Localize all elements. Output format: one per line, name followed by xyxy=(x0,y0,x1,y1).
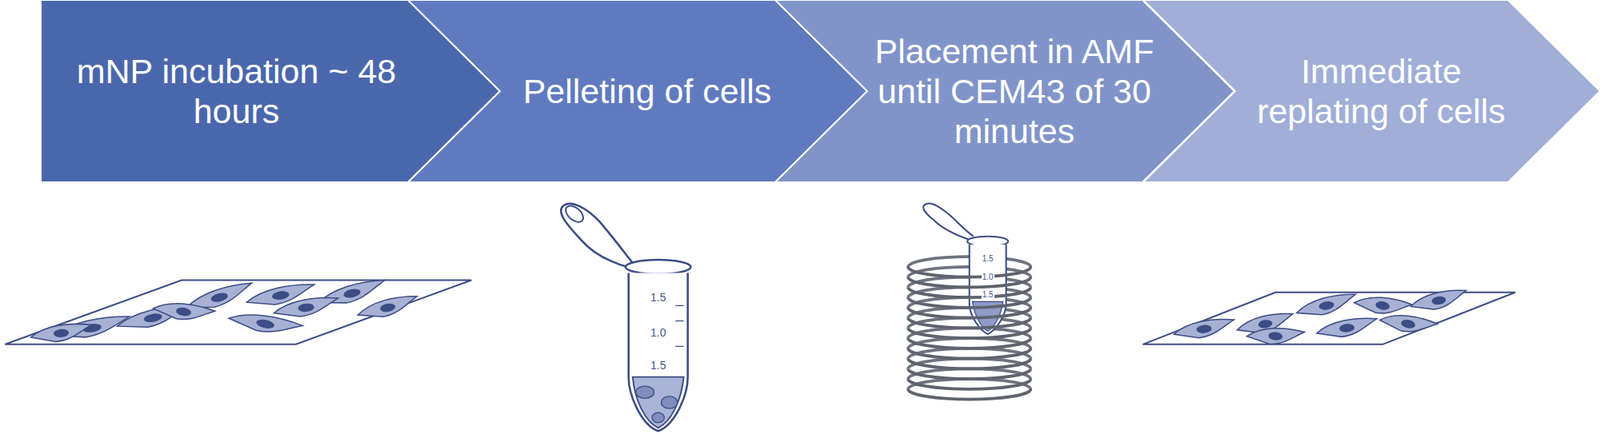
cell xyxy=(1378,310,1438,339)
cell-plate xyxy=(4,278,472,345)
coil xyxy=(908,267,1031,400)
step-label: Immediate replating of cells xyxy=(1238,51,1524,132)
graduation-mark: 1.0 xyxy=(981,273,995,282)
graduation-mark: 1.5 xyxy=(649,292,667,304)
cell xyxy=(152,298,216,326)
step-label: mNP incubation ~ 48 hours xyxy=(48,51,424,132)
cell-plate xyxy=(1143,288,1516,348)
process-chevron: Pelleting of cells xyxy=(408,0,868,183)
process-chevron: mNP incubation ~ 48 hours xyxy=(40,0,500,183)
graduation-mark: 1.5 xyxy=(649,360,667,372)
cell xyxy=(1172,317,1236,340)
coil xyxy=(908,256,1031,390)
step-label: Placement in AMF until CEM43 of 30 minut… xyxy=(870,31,1159,152)
process-chevron: Immediate replating of cells xyxy=(1143,0,1600,183)
cell xyxy=(1316,316,1379,340)
tube-icon xyxy=(560,203,691,432)
cell xyxy=(1246,326,1305,348)
chevron-shape xyxy=(40,0,500,183)
chevron-shape xyxy=(1143,0,1600,183)
step-label: Pelleting of cells xyxy=(523,71,772,112)
cell xyxy=(1295,292,1359,320)
tube-icon xyxy=(923,204,1008,336)
graduation-mark: 1.0 xyxy=(649,327,667,339)
cell xyxy=(1409,288,1469,313)
graduation-mark: 1.5 xyxy=(981,255,995,264)
cell xyxy=(30,323,93,344)
cell xyxy=(272,296,340,320)
process-chevron: Placement in AMF until CEM43 of 30 minut… xyxy=(775,0,1235,183)
cell xyxy=(356,294,420,322)
graduation-mark: 1.5 xyxy=(981,291,995,300)
cell xyxy=(1352,292,1412,320)
